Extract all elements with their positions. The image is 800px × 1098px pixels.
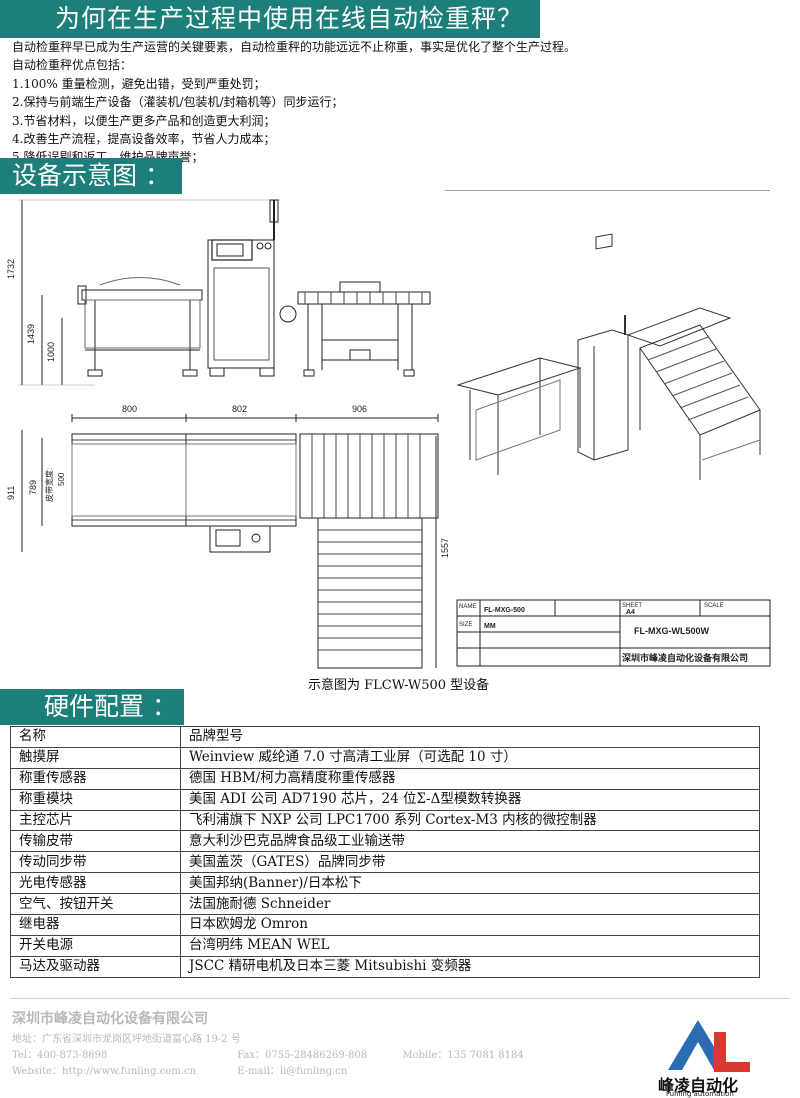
- dim-802: 802: [232, 404, 247, 414]
- top-view-drawing: 800 802 906 911 789 皮带宽度: 500: [6, 404, 450, 669]
- footer-divider: [10, 998, 790, 999]
- tb-name-value: FL-MXG-500: [484, 607, 525, 614]
- brand-model-cell: 法国施耐德 Schneider: [180, 893, 760, 916]
- component-name-cell: 称重传感器: [10, 767, 181, 790]
- table-row: 空气、按钮开关法国施耐德 Schneider: [10, 893, 760, 916]
- tb-name-label: NAME: [459, 604, 476, 610]
- dim-1439: 1439: [26, 324, 36, 344]
- footer-email-link[interactable]: E-mail：li@funling.cn: [237, 1066, 348, 1077]
- dim-belt-width: 皮带宽度:: [44, 468, 54, 502]
- table-header-row: 名称品牌型号: [10, 726, 760, 748]
- table-row: 开关电源台湾明纬 MEAN WEL: [10, 934, 760, 957]
- intro-line: 自动检重秤早已成为生产运营的关键要素，自动检重秤的功能远远不止称重，事实是优化了…: [12, 40, 577, 54]
- dim-789: 789: [28, 480, 38, 495]
- table-row: 称重传感器德国 HBM/柯力高精度称重传感器: [10, 767, 760, 790]
- diagram-caption: 示意图为 FLCW-W500 型设备: [308, 678, 490, 693]
- intro-line: 4.改善生产流程，提高设备效率，节省人力成本；: [12, 132, 276, 147]
- brand-model-cell: 意大利沙巴克品牌食品级工业输送带: [180, 830, 760, 853]
- dim-1732: 1732: [6, 259, 16, 279]
- footer: 深圳市峰凌自动化设备有限公司 地址：广东省深圳市龙岗区坪地街道富心路 19-2 …: [12, 1008, 524, 1080]
- tb-sheet-label: SHEET: [622, 603, 642, 609]
- component-name-cell: 名称: [10, 726, 181, 748]
- hardware-section-title: 硬件配置 ：: [44, 692, 177, 721]
- tb-scale-label: SCALE: [704, 603, 724, 609]
- tb-sheet-value: A4: [626, 609, 635, 616]
- brand-model-cell: 美国 ADI 公司 AD7190 芯片，24 位Σ-Δ型模数转换器: [180, 788, 760, 811]
- logo-text: 峰凌自动化: [658, 1076, 739, 1095]
- funling-logo: [668, 1020, 750, 1072]
- footer-mobile: Mobile：135 7081 8184: [402, 1050, 524, 1061]
- component-name-cell: 空气、按钮开关: [10, 893, 181, 916]
- side-view-drawing: 1732 1439 1000: [6, 199, 431, 386]
- dim-800: 800: [122, 404, 137, 414]
- isometric-view-drawing: [456, 233, 761, 480]
- intro-line: 自动检重秤优点包括：: [12, 58, 133, 73]
- component-name-cell: 继电器: [10, 914, 181, 936]
- table-row: 传动同步带美国盖茨（GATES）品牌同步带: [10, 851, 760, 874]
- drawing-title-block: NAME FL-MXG-500 SIZE MM SHEET A4 SCALE F…: [456, 599, 771, 667]
- footer-fax: Fax：0755-28486269-808: [237, 1050, 368, 1061]
- footer-company: 深圳市峰凌自动化设备有限公司: [12, 1011, 208, 1027]
- footer-tel: Tel：400-873-8898: [12, 1050, 108, 1061]
- diagram-section-title: 设备示意图 ：: [12, 161, 170, 190]
- logo-subtext: Funling automation: [666, 1090, 734, 1098]
- brand-model-cell: 台湾明纬 MEAN WEL: [180, 934, 760, 957]
- table-row: 称重模块美国 ADI 公司 AD7190 芯片，24 位Σ-Δ型模数转换器: [10, 788, 760, 811]
- tb-model: FL-MXG-WL500W: [634, 626, 709, 636]
- tb-company: 深圳市峰凌自动化设备有限公司: [622, 652, 748, 663]
- tb-size-label: SIZE: [459, 622, 472, 628]
- intro-line: 1.100% 重量检测，避免出错，受到严重处罚；: [12, 76, 266, 91]
- equipment-diagram: 1732 1439 1000: [6, 190, 771, 669]
- brand-model-cell: 美国盖茨（GATES）品牌同步带: [180, 851, 760, 874]
- brand-model-cell: JSCC 精研电机及日本三菱 Mitsubishi 变频器: [180, 955, 760, 978]
- table-row: 光电传感器美国邦纳(Banner)/日本松下: [10, 872, 760, 895]
- component-name-cell: 主控芯片: [10, 809, 181, 832]
- intro-text: 自动检重秤早已成为生产运营的关键要素，自动检重秤的功能远远不止称重，事实是优化了…: [12, 38, 576, 167]
- component-name-cell: 称重模块: [10, 788, 181, 811]
- page-title-banner: 为何在生产过程中使用在线自动检重秤？: [0, 0, 540, 38]
- component-name-cell: 传输皮带: [10, 830, 181, 853]
- dim-belt-500: 500: [57, 472, 66, 486]
- component-name-cell: 光电传感器: [10, 872, 181, 895]
- component-name-cell: 马达及驱动器: [10, 955, 181, 978]
- dim-906: 906: [352, 404, 367, 414]
- page-title: 为何在生产过程中使用在线自动检重秤？: [55, 4, 524, 33]
- dim-1557: 1557: [440, 538, 450, 558]
- component-name-cell: 传动同步带: [10, 851, 181, 874]
- tb-size-value: MM: [484, 623, 496, 630]
- brand-model-cell: 美国邦纳(Banner)/日本松下: [180, 872, 760, 895]
- table-row: 继电器日本欧姆龙 Omron: [10, 914, 760, 936]
- brand-model-cell: 品牌型号: [180, 726, 760, 748]
- footer-website-link[interactable]: Website：http://www.funling.com.cn: [12, 1066, 197, 1077]
- footer-address: 地址：广东省深圳市龙岗区坪地街道富心路 19-2 号: [12, 1034, 241, 1045]
- diagram-section-heading: 设备示意图 ：: [0, 158, 182, 194]
- brand-model-cell: Weinview 威纶通 7.0 寸高清工业屏（可选配 10 寸）: [180, 746, 760, 769]
- dim-911: 911: [6, 486, 16, 500]
- component-name-cell: 开关电源: [10, 934, 181, 957]
- dim-1000: 1000: [46, 342, 56, 362]
- hardware-section-heading: 硬件配置 ：: [0, 689, 184, 725]
- brand-model-cell: 飞利浦旗下 NXP 公司 LPC1700 系列 Cortex-M3 内核的微控制…: [180, 809, 760, 832]
- table-row: 传输皮带意大利沙巴克品牌食品级工业输送带: [10, 830, 760, 853]
- brand-model-cell: 德国 HBM/柯力高精度称重传感器: [180, 767, 760, 790]
- component-name-cell: 触摸屏: [10, 746, 181, 769]
- table-row: 主控芯片飞利浦旗下 NXP 公司 LPC1700 系列 Cortex-M3 内核…: [10, 809, 760, 832]
- brand-model-cell: 日本欧姆龙 Omron: [180, 914, 760, 936]
- intro-line: 3.节省材料，以便生产更多产品和创造更大利润；: [12, 113, 276, 128]
- intro-line: 2.保持与前端生产设备（灌装机/包装机/封箱机等）同步运行；: [12, 95, 344, 110]
